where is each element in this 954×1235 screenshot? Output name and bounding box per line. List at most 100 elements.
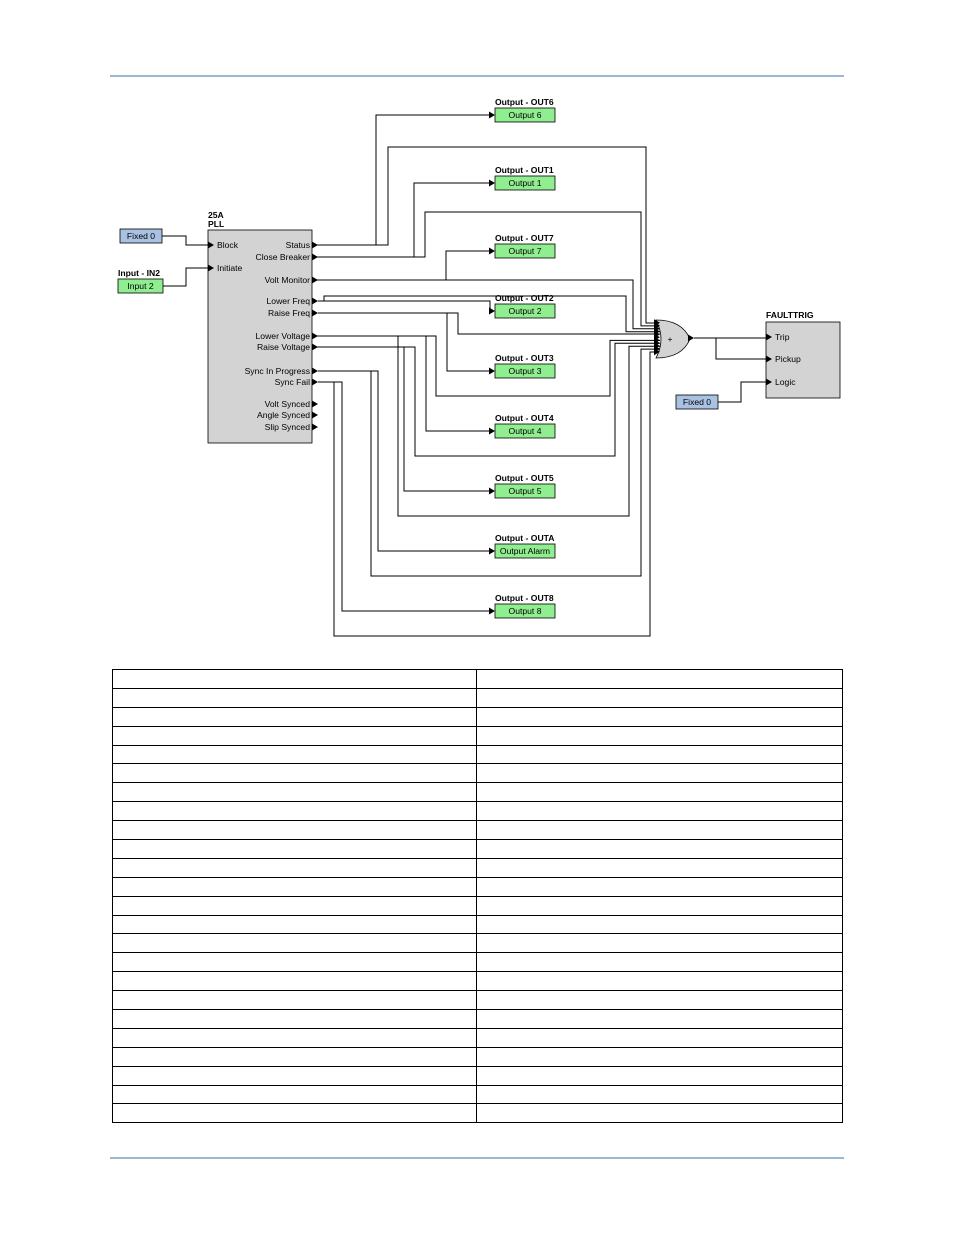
fixed-0-label: Fixed 0 [127,231,155,241]
faulttrig-input-0-arrow-icon [766,333,772,341]
pll-output-4-label: Raise Freq [268,308,310,318]
table-cell [112,744,477,765]
table-cell [112,782,477,803]
table-cell [112,725,477,746]
table-cell [112,971,477,992]
wires [162,114,766,637]
table-row [112,971,843,992]
table-cell [112,876,477,897]
header-rule [110,75,844,77]
table-cell [476,952,843,973]
table-cell [112,952,477,973]
output-block-3-arrow-icon [489,307,495,315]
settings-table [112,669,843,1124]
faulttrig-input-2-arrow-icon [766,378,772,386]
pll-input-0-arrow-icon [208,241,214,249]
wire-to-output-3 [318,300,491,312]
output-block-0-arrow-icon [489,111,495,119]
pll-output-9-label: Volt Synced [265,399,311,409]
input-in2-title: Input - IN2 [118,268,160,278]
table-cell [476,706,843,727]
table-cell [476,782,843,803]
table-row [112,839,843,859]
pll-output-0-label: Status [286,240,310,250]
output-block-5-title: Output - OUT4 [495,413,554,423]
faulttrig-block [765,321,841,399]
pll-input-0-label: Block [217,240,239,250]
output-block-3-title: Output - OUT2 [495,293,554,303]
table-cell [112,1065,477,1086]
pll-output-6-arrow-icon [312,343,318,351]
output-block-2-title: Output - OUT7 [495,233,554,243]
wire-gate-return-5 [314,335,660,397]
table-cell [112,990,477,1011]
output-block-5-arrow-icon [489,427,495,435]
output-block-3-label: Output 2 [509,306,542,316]
table-cell [476,1009,843,1029]
table-row [112,801,843,822]
table-row [112,1027,843,1048]
faulttrig-input-2-label: Logic [775,377,796,387]
pll-output-5-label: Lower Voltage [256,331,311,341]
pll-output-6-label: Raise Voltage [257,342,310,352]
table-row [112,669,843,689]
or-gate-input-10-arrow-icon [654,348,660,356]
pll-output-10-label: Angle Synced [257,410,310,420]
table-cell [112,839,477,859]
table-cell [112,857,477,878]
output-block-6-title: Output - OUT5 [495,473,554,483]
pll-block [207,229,313,444]
pll-output-10-arrow-icon [312,411,318,419]
wire-gate-return-1 [314,211,660,327]
table-cell [476,669,843,689]
table-cell [112,914,477,935]
output-block-0-title: Output - OUT6 [495,97,554,107]
table-row [112,782,843,803]
table-row [112,1084,843,1105]
output-block-7-arrow-icon [489,547,495,555]
table-cell [112,1084,477,1105]
footer-rule [110,1157,844,1159]
table-row [112,687,843,708]
table-row [112,952,843,973]
table-row [112,763,843,784]
table-cell [476,725,843,746]
pll-output-8-arrow-icon [312,378,318,386]
wire-gate-return-7 [314,335,660,517]
output-block-7-title: Output - OUTA [495,533,555,543]
pll-input-1-label: Initiate [217,263,243,273]
table-row [112,857,843,878]
table-cell [476,857,843,878]
table-cell [476,1046,843,1067]
pll-input-1-arrow-icon [208,264,214,272]
table-row [112,876,843,897]
wire-to-output-0 [318,114,489,246]
wire-to-output-6 [318,346,489,492]
output-block-1-label: Output 1 [509,178,542,188]
pll-title-line1: 25A [208,210,224,220]
input-2-label: Input 2 [127,281,154,291]
output-block-1-title: Output - OUT1 [495,165,554,175]
or-gate-output-arrow-icon [688,334,694,342]
pll-output-4-arrow-icon [312,309,318,317]
table-row [112,895,843,916]
output-block-8-arrow-icon [489,607,495,615]
table-row [112,1046,843,1067]
table-row [112,1065,843,1086]
table-cell [476,1084,843,1105]
output-block-1-arrow-icon [489,179,495,187]
table-cell [112,801,477,822]
pll-output-5-arrow-icon [312,332,318,340]
pll-output-1-label: Close Breaker [256,252,311,262]
table-cell [476,839,843,859]
output-block-2-arrow-icon [489,247,495,255]
or-gate [655,319,691,359]
pll-output-3-label: Lower Freq [267,296,311,306]
table-cell [112,669,477,689]
output-block-0-label: Output 6 [509,110,542,120]
wire-fixed0-logic [718,381,766,403]
or-gate-symbol: + [667,334,672,344]
pll-output-9-arrow-icon [312,400,318,408]
